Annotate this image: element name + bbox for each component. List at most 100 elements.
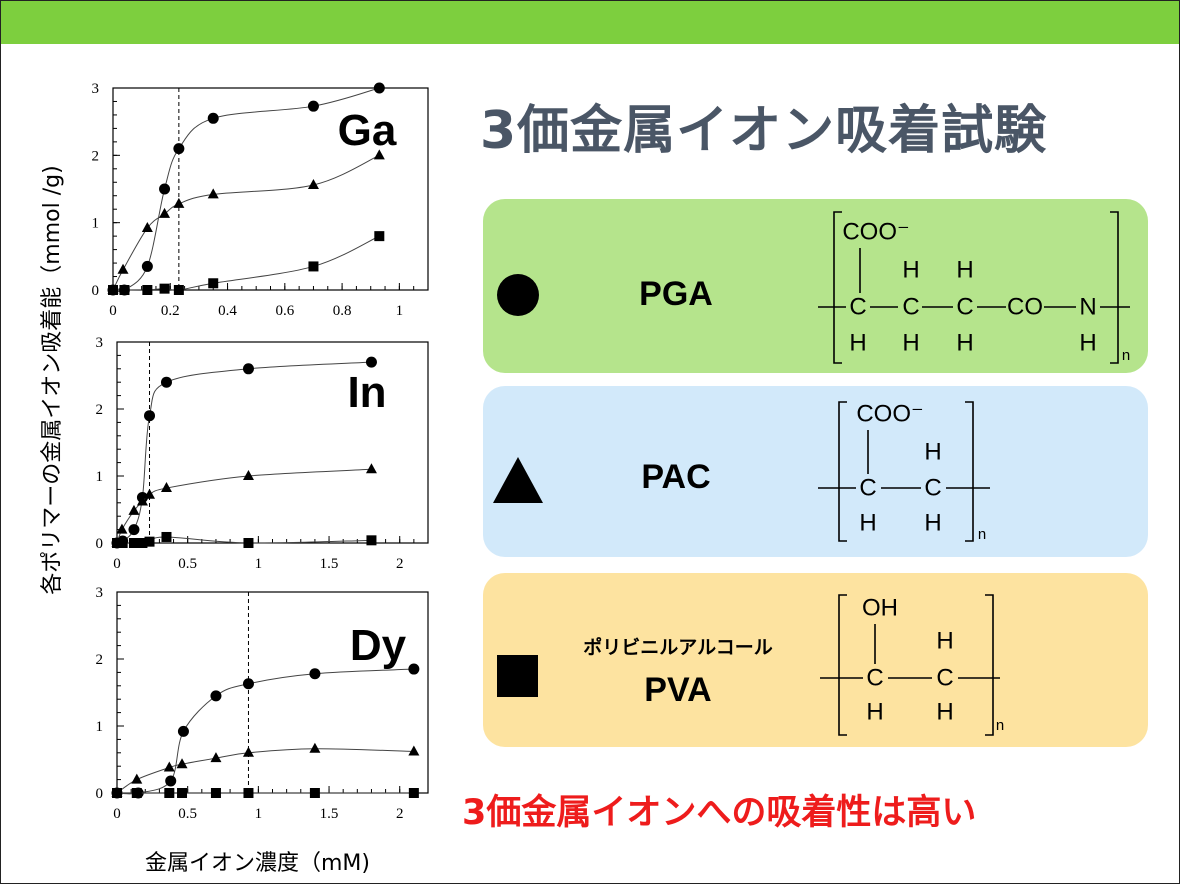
pga-panel — [483, 199, 1148, 373]
y-tick-label: 3 — [96, 335, 104, 351]
data-point-circle — [207, 112, 219, 124]
data-point-square — [112, 788, 122, 798]
data-point-triangle — [116, 523, 128, 534]
data-point-circle — [408, 663, 420, 675]
y-tick-label: 1 — [92, 216, 100, 232]
data-point-triangle — [117, 263, 129, 274]
pac-name: PAC — [641, 458, 710, 496]
data-point-square — [131, 788, 142, 798]
data-point-square — [309, 788, 320, 798]
data-point-circle — [165, 775, 177, 787]
atom: C — [849, 293, 866, 320]
data-point-square — [208, 278, 219, 289]
data-point-triangle — [307, 178, 319, 189]
pva-atoms: OH H C C H H n — [862, 594, 1004, 734]
data-point-square — [161, 531, 172, 542]
atom: C — [859, 474, 876, 501]
pva-panel — [483, 573, 1148, 747]
data-point-triangle — [242, 746, 254, 757]
atom: H — [936, 698, 953, 725]
pga-name: PGA — [639, 275, 713, 313]
data-point-square — [408, 788, 419, 798]
atom: H — [866, 698, 883, 725]
x-tick-label: 0 — [113, 556, 121, 572]
data-point-circle — [128, 524, 140, 536]
y-tick-label: 3 — [96, 585, 104, 601]
data-point-triangle — [173, 197, 185, 208]
y-tick-label: 0 — [92, 283, 100, 299]
data-point-circle — [210, 690, 222, 702]
y-tick-label: 3 — [92, 81, 100, 97]
x-tick-label: 1.5 — [320, 806, 339, 822]
metal-label: Dy — [350, 621, 407, 670]
data-point-square — [128, 538, 139, 548]
data-point-square — [210, 788, 221, 798]
x-tick-label: 0.5 — [178, 806, 197, 822]
pga-structure — [818, 211, 1130, 364]
slide-title: 3価金属イオン吸着試験 — [480, 101, 1048, 161]
atom: H — [936, 627, 953, 654]
y-tick-label: 2 — [96, 652, 104, 668]
x-tick-label: 0 — [109, 303, 117, 319]
atom: H — [849, 329, 866, 356]
x-tick-label: 0.4 — [218, 303, 237, 319]
data-point-circle — [141, 260, 153, 272]
y-tick-label: 0 — [96, 536, 104, 552]
data-point-circle — [173, 143, 185, 155]
atom: C — [956, 293, 973, 320]
pva-structure — [820, 594, 1000, 736]
data-point-circle — [309, 668, 321, 680]
atom: COO⁻ — [856, 400, 923, 427]
y-tick-label: 0 — [96, 786, 104, 802]
slide-header-bar — [1, 1, 1179, 44]
atom: H — [859, 509, 876, 536]
data-point-square — [308, 261, 319, 272]
data-point-triangle — [131, 773, 143, 784]
data-point-square — [243, 788, 254, 798]
pac-atoms: COO⁻ H C C H H n — [856, 400, 986, 543]
repeat-subscript: n — [996, 717, 1004, 734]
y-tick-label: 1 — [96, 719, 104, 735]
conclusion-text: 3価金属イオンへの吸着性は高い — [462, 793, 977, 833]
data-point-triangle — [144, 488, 156, 499]
data-point-triangle — [136, 495, 148, 506]
atom: H — [956, 256, 973, 283]
data-point-circle — [159, 183, 171, 195]
repeat-subscript: n — [1122, 347, 1130, 364]
x-tick-label: 0.2 — [161, 303, 180, 319]
x-tick-label: 1 — [255, 556, 263, 572]
data-point-square — [142, 285, 153, 295]
y-tick-label: 2 — [96, 402, 104, 418]
pga-atoms: COO⁻ H H C C C CO N H H H H n — [842, 218, 1130, 364]
x-tick-label: 2 — [396, 556, 404, 572]
metal-label: Ga — [338, 106, 397, 155]
data-point-circle — [144, 410, 156, 422]
data-point-circle — [160, 376, 172, 388]
square-icon — [497, 655, 538, 697]
y-tick-label: 2 — [92, 148, 100, 164]
x-tick-label: 1 — [255, 806, 263, 822]
data-point-circle — [307, 100, 319, 112]
pva-name: PVA — [644, 671, 711, 709]
data-point-triangle — [160, 482, 172, 493]
pac-panel — [483, 386, 1148, 557]
data-point-circle — [242, 678, 254, 690]
x-axis-label: 金属イオン濃度（mM) — [145, 851, 370, 876]
atom: C — [866, 664, 883, 691]
x-tick-label: 0 — [113, 806, 121, 822]
data-point-triangle — [242, 470, 254, 480]
data-point-triangle — [163, 761, 175, 772]
data-point-square — [159, 283, 170, 294]
pva-japanese-name: ポリビニルアルコール — [583, 636, 772, 659]
atom: CO — [1007, 293, 1043, 320]
metal-label: In — [347, 368, 386, 417]
pac-structure — [818, 401, 990, 542]
data-point-triangle — [159, 207, 171, 218]
atom: H — [924, 509, 941, 536]
data-point-triangle — [176, 758, 188, 769]
data-point-circle — [373, 82, 385, 94]
x-tick-label: 0.6 — [275, 303, 294, 319]
x-tick-label: 1.5 — [320, 556, 339, 572]
x-tick-label: 0.8 — [333, 303, 352, 319]
